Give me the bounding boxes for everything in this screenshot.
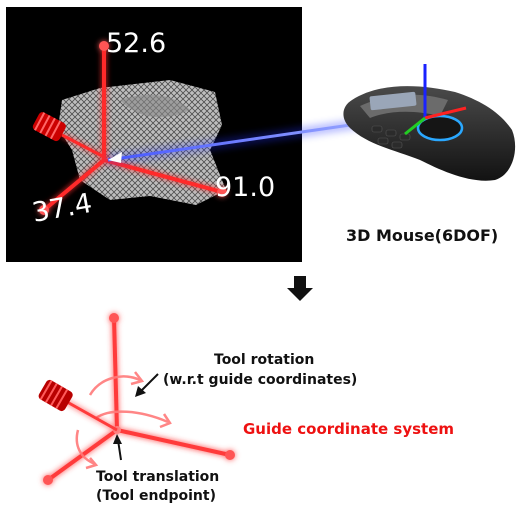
rotation-arcs	[75, 371, 172, 470]
axis-label-right: 91.0	[215, 172, 275, 203]
guide-axes	[43, 313, 235, 485]
translation-pointer-arrow	[113, 434, 122, 461]
guide-coordinate-label: Guide coordinate system	[243, 420, 454, 438]
device-caption: 3D Mouse(6DOF)	[346, 226, 498, 245]
tool-translation-sublabel: (Tool endpoint)	[96, 488, 216, 504]
viewer-axis-right	[103, 158, 223, 194]
mouse-axis-y	[404, 116, 426, 136]
axis-label-bottom: 37.4	[30, 188, 95, 229]
guide-drill-tool	[38, 379, 118, 432]
rotation-pointer-arrow	[135, 373, 159, 397]
mouse-buttons	[371, 125, 411, 149]
guide-axis-right	[116, 428, 231, 457]
tool-rotation-label: Tool rotation	[214, 352, 314, 368]
axis-label-top: 52.6	[106, 28, 166, 59]
tool-rotation-sublabel: (w.r.t guide coordinates)	[163, 372, 357, 388]
tool-translation-label: Tool translation	[96, 469, 219, 485]
viewer-drill-tool	[32, 112, 107, 160]
down-arrow	[287, 276, 313, 301]
viewer-axes	[39, 41, 227, 215]
vertebra-mesh	[58, 80, 226, 205]
viewer-axis-down	[42, 158, 106, 212]
3d-mouse-device	[343, 64, 516, 181]
guide-axis-up	[112, 317, 119, 431]
mouse-axis-x	[424, 106, 467, 120]
